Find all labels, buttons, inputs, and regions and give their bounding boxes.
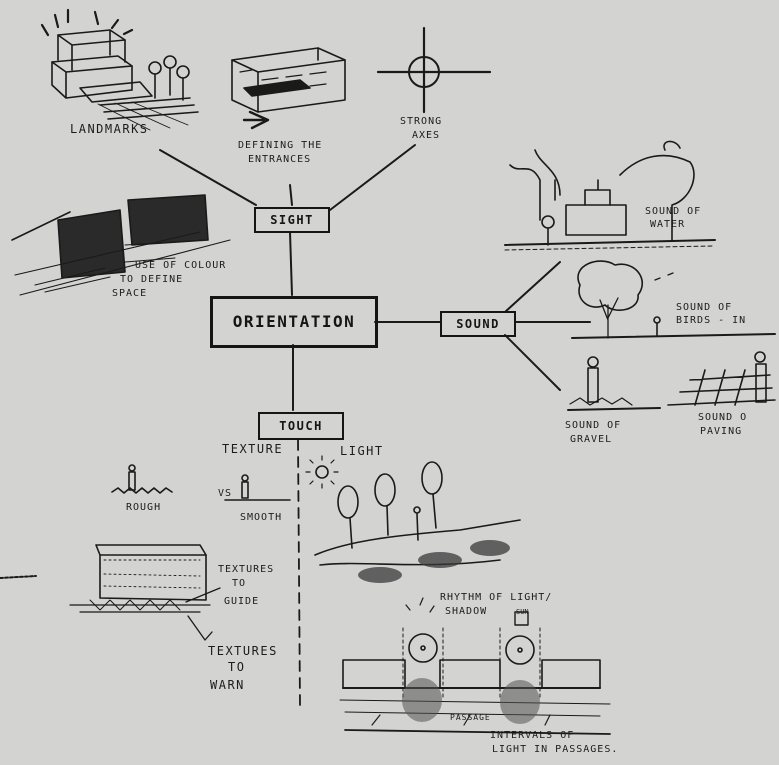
- axes-label-line1: STRONG: [400, 116, 443, 127]
- intervals-label-line2: LIGHT IN PASSAGES.: [492, 744, 619, 755]
- intervals-label-line1: INTERVALS OF: [490, 730, 575, 741]
- gravel-walker-sketch: [567, 356, 661, 411]
- axes-crosshair-icon: [376, 26, 492, 114]
- guide-label-line3: GUIDE: [224, 596, 260, 607]
- birds-tree-sketch: [571, 260, 776, 339]
- touch-divider: [297, 439, 301, 706]
- connector-lines: [159, 144, 591, 411]
- entrances-label-line2: ENTRANCES: [248, 154, 312, 165]
- sun-label: SUN: [516, 608, 529, 616]
- gravel-label-line1: SOUND OF: [565, 420, 622, 431]
- guide-label-line2: TO: [232, 578, 247, 589]
- rhythm-label-line2: SHADOW: [445, 606, 488, 617]
- guide-label-line1: TEXTURES: [218, 564, 275, 575]
- axes-label-line2: AXES: [412, 130, 441, 141]
- texture-label: TEXTURE: [222, 442, 284, 456]
- colour-label-line1: USE OF COLOUR: [135, 260, 227, 271]
- landmark-building-sketch: [40, 8, 199, 131]
- rhythm-label-line1: RHYTHM OF LIGHT/: [440, 592, 553, 603]
- warn-label-line2: TO: [228, 660, 246, 674]
- warn-label-line1: TEXTURES: [208, 644, 278, 658]
- orientation-box: ORIENTATION: [210, 296, 378, 348]
- light-landscape-sketch: [305, 455, 521, 583]
- touch-box: TOUCH: [258, 412, 344, 440]
- paving-walker-sketch: [667, 351, 776, 406]
- sound-box: SOUND: [440, 311, 516, 337]
- vs-label: VS: [218, 488, 233, 499]
- colour-space-sketch: [11, 194, 231, 296]
- light-label: LIGHT: [340, 444, 384, 458]
- landmarks-label: LANDMARKS: [70, 122, 149, 136]
- birds-label-line1: SOUND OF: [676, 302, 733, 313]
- warn-label-line3: WARN: [210, 678, 245, 692]
- gravel-label-line2: GRAVEL: [570, 434, 613, 445]
- texture-wall-sketch: [0, 544, 221, 641]
- paving-label-line2: PAVING: [700, 426, 743, 437]
- colour-label-line3: SPACE: [112, 288, 148, 299]
- passage-label: PASSAGE: [450, 713, 491, 722]
- rough-label: ROUGH: [126, 502, 162, 513]
- birds-label-line2: BIRDS - IN: [676, 315, 747, 326]
- smooth-label: SMOOTH: [240, 512, 283, 523]
- paving-label-line1: SOUND O: [698, 412, 748, 423]
- sight-box: SIGHT: [254, 207, 330, 233]
- water-label-line1: SOUND OF: [645, 206, 702, 217]
- colour-label-line2: TO DEFINE: [120, 274, 184, 285]
- rough-smooth-sketch: [111, 464, 291, 501]
- passage-section-sketch: [339, 597, 611, 735]
- water-label-line2: WATER: [650, 219, 686, 230]
- entrances-label-line1: DEFINING THE: [238, 140, 323, 151]
- entrance-building-sketch: [231, 47, 346, 130]
- water-fountain-sketch: [504, 140, 716, 251]
